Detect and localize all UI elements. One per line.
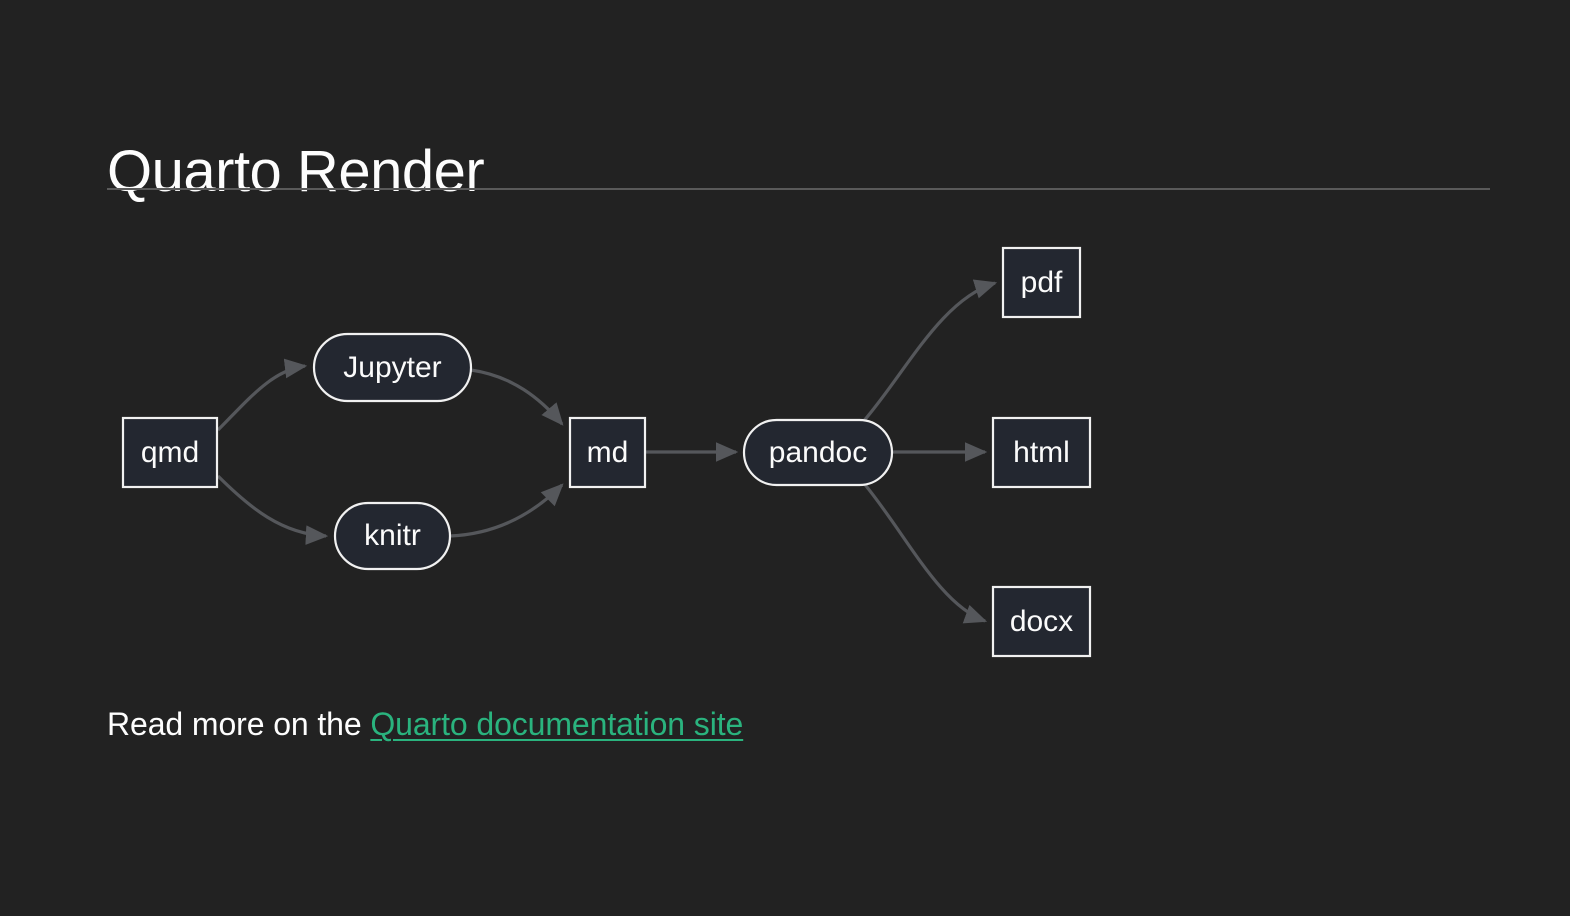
- node-pandoc-label: pandoc: [769, 436, 867, 469]
- read-more-text: Read more on the Quarto documentation si…: [107, 706, 743, 743]
- node-md[interactable]: md: [568, 416, 647, 489]
- edge-jupyter-md: [470, 368, 564, 426]
- edge-knitr-md: [449, 483, 564, 538]
- node-qmd-label: qmd: [141, 436, 199, 469]
- edge-pandoc-pdf: [860, 279, 998, 425]
- page-title: Quarto Render: [107, 138, 485, 204]
- title-divider: [107, 188, 1490, 190]
- quarto-docs-link[interactable]: Quarto documentation site: [370, 706, 744, 742]
- node-knitr[interactable]: knitr: [333, 501, 452, 571]
- node-pdf-label: pdf: [1021, 266, 1063, 299]
- node-qmd[interactable]: qmd: [121, 416, 219, 489]
- node-docx-label: docx: [1010, 605, 1073, 638]
- node-jupyter-label: Jupyter: [343, 351, 441, 384]
- node-pdf[interactable]: pdf: [1001, 246, 1082, 319]
- edge-pandoc-docx: [860, 479, 988, 624]
- node-pandoc[interactable]: pandoc: [742, 418, 894, 487]
- edge-qmd-jupyter: [216, 358, 308, 432]
- node-md-label: md: [587, 436, 629, 469]
- read-more-prefix: Read more on the: [107, 706, 371, 742]
- node-jupyter[interactable]: Jupyter: [312, 332, 473, 403]
- node-docx[interactable]: docx: [991, 585, 1092, 658]
- node-knitr-label: knitr: [364, 519, 421, 552]
- node-html-label: html: [1013, 436, 1070, 469]
- node-html[interactable]: html: [991, 416, 1092, 489]
- edge-qmd-knitr: [216, 474, 329, 545]
